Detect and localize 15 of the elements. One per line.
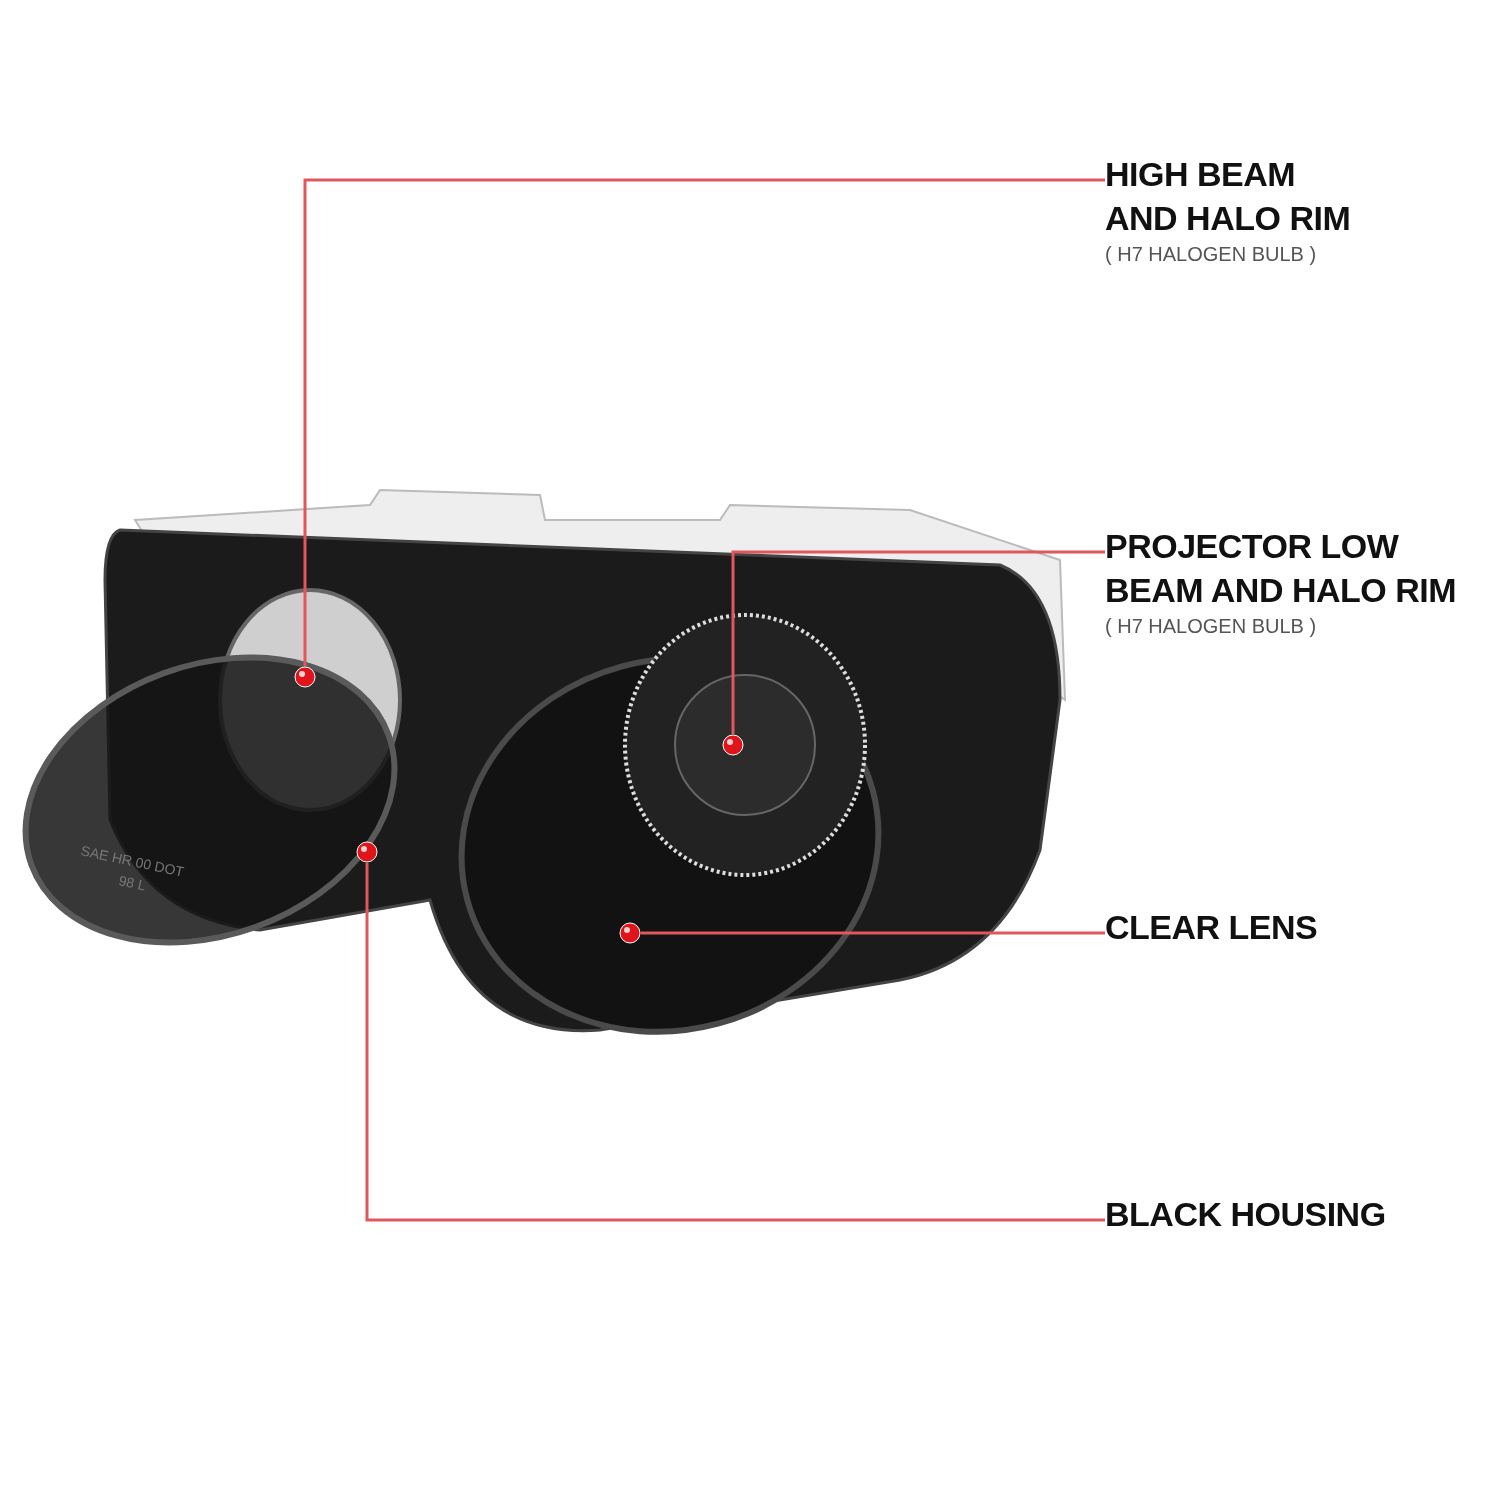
leader-line [641, 931, 1105, 935]
callout-label: HIGH BEAM AND HALO RIM [1105, 154, 1352, 239]
callout-label: CLEAR LENS [1105, 907, 1319, 948]
callout-note: ( H7 HALOGEN BULB ) [1105, 614, 1318, 639]
callout-label: BLACK HOUSING [1105, 1194, 1387, 1235]
leader-line [365, 863, 1105, 1222]
callout-label: PROJECTOR LOW BEAM AND HALO RIM [1105, 526, 1457, 611]
callout-note: ( H7 HALOGEN BULB ) [1105, 242, 1318, 267]
callout-dot [619, 922, 641, 944]
leader-line [731, 550, 1105, 734]
leader-line [303, 178, 1105, 666]
callout-dot [722, 734, 744, 756]
callout-dot [356, 841, 378, 863]
callout-dot [294, 666, 316, 688]
lens-marking: 98 L [117, 872, 148, 894]
